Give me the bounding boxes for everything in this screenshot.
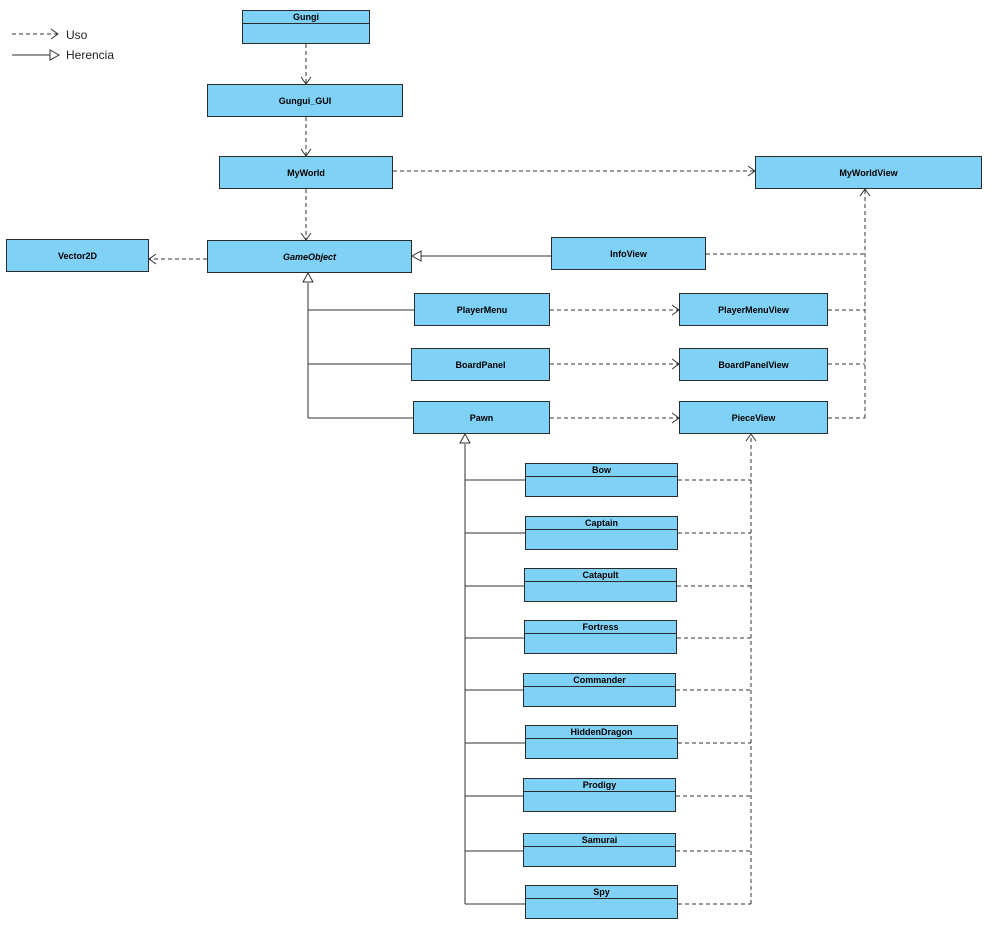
class-name: Gungui_GUI: [278, 95, 332, 106]
class-myworldview[interactable]: MyWorldView: [755, 156, 982, 189]
class-name: Fortress: [525, 621, 676, 634]
class-vector2d[interactable]: Vector2D: [6, 239, 149, 272]
herencia-pawn-triangle: [459, 432, 471, 444]
class-gungi[interactable]: Gungi: [242, 10, 370, 44]
class-name: PlayerMenu: [456, 304, 508, 315]
uso-subclasses-pieceview-arrow: [745, 433, 757, 442]
class-name: BoardPanel: [455, 359, 506, 370]
legend-herencia-label: Herencia: [66, 48, 115, 62]
class-catapult[interactable]: Catapult: [524, 568, 677, 602]
class-name: Gungi: [243, 11, 369, 24]
class-name: PieceView: [731, 412, 776, 423]
class-bow[interactable]: Bow: [525, 463, 678, 497]
class-name: MyWorldView: [839, 167, 898, 178]
class-pawn[interactable]: Pawn: [413, 401, 550, 434]
class-gungui-gui[interactable]: Gungui_GUI: [207, 84, 403, 117]
class-name: Commander: [524, 674, 675, 687]
class-commander[interactable]: Commander: [523, 673, 676, 707]
class-samurai[interactable]: Samurai: [523, 833, 676, 867]
legend-uso-label: Uso: [66, 28, 88, 42]
class-boardpanel[interactable]: BoardPanel: [411, 348, 550, 381]
class-name: Spy: [526, 886, 677, 899]
class-name: HiddenDragon: [526, 726, 677, 739]
class-pieceview[interactable]: PieceView: [679, 401, 828, 434]
class-prodigy[interactable]: Prodigy: [523, 778, 676, 812]
uso-gameobject-vector2d-arrow: [148, 253, 157, 265]
class-infoview[interactable]: InfoView: [551, 237, 706, 270]
class-name: Bow: [526, 464, 677, 477]
class-fortress[interactable]: Fortress: [524, 620, 677, 654]
class-name: Vector2D: [57, 250, 98, 261]
uso-views-myworldview-arrow: [859, 188, 871, 197]
class-name: Captain: [526, 517, 677, 530]
legend-herencia-triangle: [49, 49, 61, 61]
class-spy[interactable]: Spy: [525, 885, 678, 919]
class-name: Catapult: [525, 569, 676, 582]
class-name: Samurai: [524, 834, 675, 847]
legend-uso-arrow: [50, 28, 59, 40]
class-name: PlayerMenuView: [718, 304, 789, 315]
class-name: InfoView: [610, 248, 647, 259]
class-name: GameObject: [282, 251, 337, 262]
class-myworld[interactable]: MyWorld: [219, 156, 393, 189]
class-name: Prodigy: [524, 779, 675, 792]
class-name: Pawn: [469, 412, 494, 423]
class-captain[interactable]: Captain: [525, 516, 678, 550]
class-name: BoardPanelView: [718, 359, 789, 370]
class-playermenu[interactable]: PlayerMenu: [414, 293, 550, 326]
herencia-gameobject-triangle: [302, 271, 314, 283]
class-boardpanelview[interactable]: BoardPanelView: [679, 348, 828, 381]
herencia-infoview-gameobject-triangle: [410, 250, 422, 262]
class-playermenuview[interactable]: PlayerMenuView: [679, 293, 828, 326]
class-name: MyWorld: [287, 167, 325, 178]
class-hiddendragon[interactable]: HiddenDragon: [525, 725, 678, 759]
class-gameobject[interactable]: GameObject: [207, 240, 412, 273]
